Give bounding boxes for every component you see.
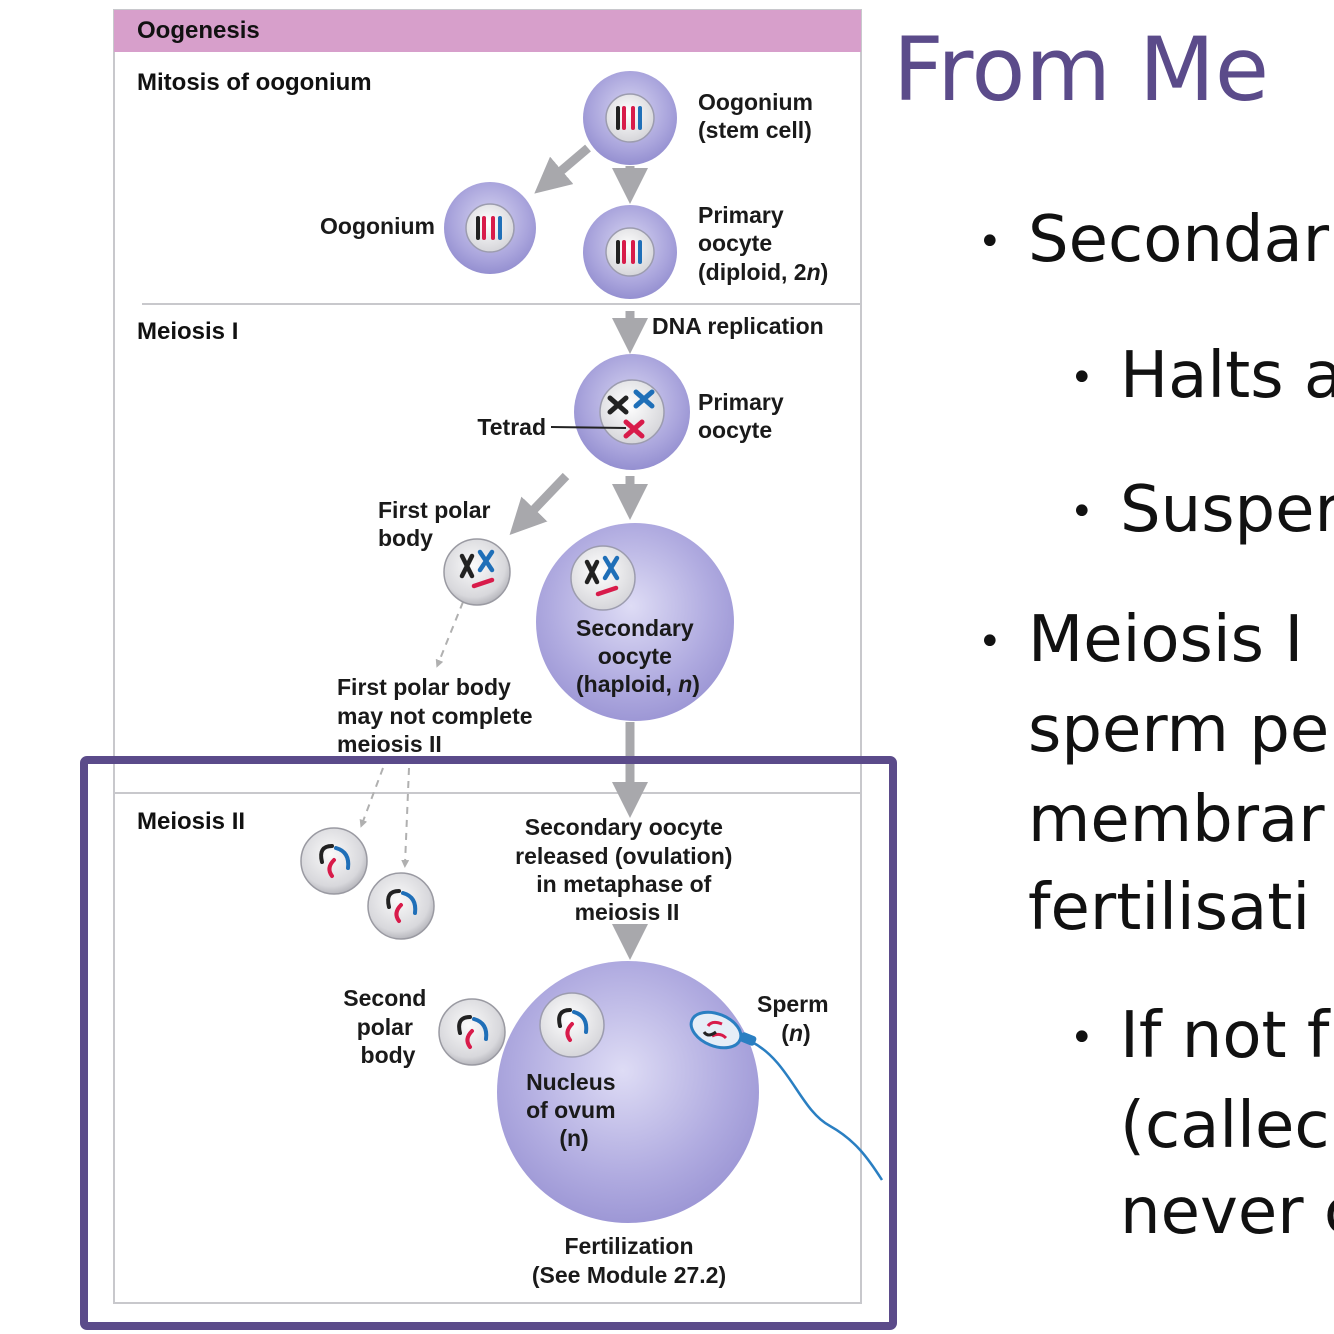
label-sperm: Sperm (n) — [757, 991, 835, 1046]
label-first-polar-note: First polar body may not complete meiosi… — [337, 674, 539, 757]
primary-oocyte-diploid-cell — [583, 205, 677, 299]
section-meiosis1: Meiosis I — [137, 318, 238, 345]
bullet-dot-icon: • — [1070, 355, 1094, 401]
bullet-text: Secondar — [1028, 203, 1330, 277]
sperm-icon — [689, 1010, 884, 1181]
chromosome-pair-icon — [616, 106, 642, 130]
polar-body-b — [367, 872, 435, 940]
bullet-text: Halts a — [1120, 339, 1334, 413]
polar-body-a — [300, 827, 368, 895]
second-polar-body-cell — [438, 998, 506, 1066]
dashed-polar-a — [359, 767, 384, 828]
header-title: Oogenesis — [137, 17, 260, 44]
label-secondary-oocyte: Secondary oocyte (haploid, n) — [576, 615, 700, 697]
label-primary-oocyte: Primary oocyte — [698, 389, 790, 443]
dashed-polar-b — [401, 767, 410, 868]
secondary-oocyte-cell — [536, 523, 734, 721]
bullet-text-line3: never c — [1120, 1175, 1334, 1249]
arrow-to-first-polar — [509, 472, 570, 536]
bullet-dot-icon: • — [1070, 489, 1094, 535]
bullet-text-line3: membrar — [1028, 783, 1325, 857]
chromosome-pair-icon — [616, 240, 642, 264]
label-tetrad: Tetrad — [477, 414, 546, 440]
arrow-stem-to-oogonium — [534, 144, 591, 194]
label-oogonium: Oogonium — [320, 213, 435, 239]
oogonium-cell — [444, 182, 536, 274]
label-primary-oocyte-diploid: Primary oocyte (diploid, 2n) — [698, 202, 828, 285]
bullet-dot-icon: • — [978, 219, 1002, 265]
header-band — [114, 10, 861, 52]
dashed-arrows — [359, 601, 464, 868]
label-oogonium-stem: Oogonium (stem cell) — [698, 89, 819, 143]
chromosome-pair-icon — [476, 216, 502, 240]
label-first-polar-body: First polar body — [378, 497, 497, 551]
label-dna-replication: DNA replication — [652, 313, 824, 339]
label-nucleus-ovum: Nucleus of ovum (n) — [526, 1069, 622, 1151]
dashed-polar-note — [435, 601, 464, 668]
label-second-polar-body: Second polar body — [343, 985, 432, 1068]
chromosome-icon — [584, 555, 620, 597]
label-ovulation: Secondary oocyte released (ovulation) in… — [515, 814, 739, 925]
bullet-text-line2: (callec — [1120, 1089, 1330, 1163]
bullet-text-line2: sperm pe — [1028, 693, 1330, 767]
first-polar-body-cell — [443, 538, 511, 606]
label-module-ref: (See Module 27.2) — [532, 1262, 726, 1288]
bullet-text-line4: fertilisati — [1028, 871, 1311, 945]
tetrad-pointer — [550, 426, 627, 429]
bullet-dot-icon: • — [978, 619, 1002, 665]
bullet-text: Susper — [1120, 473, 1334, 547]
bullet-dot-icon: • — [1070, 1015, 1094, 1061]
oogonium-stem-cell — [583, 71, 677, 165]
section-mitosis: Mitosis of oogonium — [137, 69, 372, 96]
section-meiosis2: Meiosis II — [137, 808, 245, 835]
label-fertilization: Fertilization — [564, 1233, 693, 1259]
meiosis2-highlight-frame — [80, 756, 897, 1330]
tetrad-icon — [607, 389, 655, 439]
primary-oocyte-cell — [574, 354, 690, 470]
bullet-text-line1: Meiosis I — [1028, 603, 1304, 677]
chromosome-icon — [459, 549, 495, 589]
slide-title: From Me — [893, 18, 1270, 121]
bullet-text-line1: If not f — [1120, 999, 1330, 1073]
